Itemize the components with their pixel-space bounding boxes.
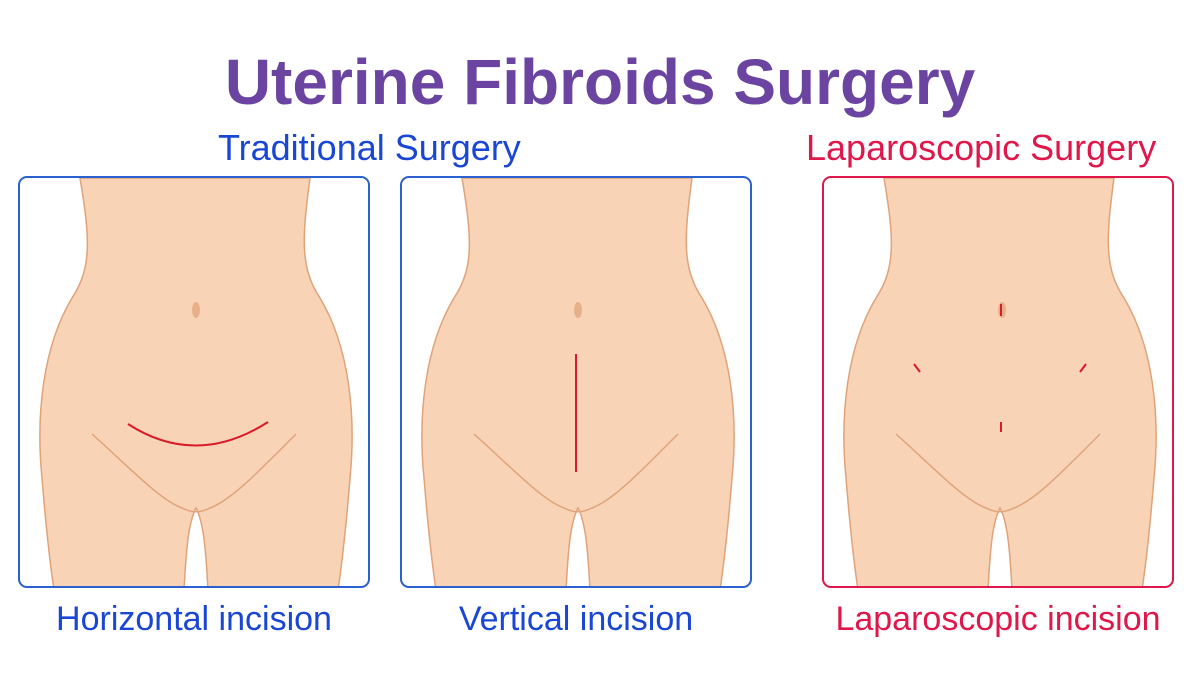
horizontal-incision-panel	[18, 176, 370, 588]
navel-icon	[574, 302, 582, 318]
navel-icon	[192, 302, 200, 318]
torso-horizontal-illustration	[39, 178, 353, 586]
laparoscopic-incision-panel	[822, 176, 1174, 588]
horizontal-incision-caption: Horizontal incision	[56, 600, 332, 638]
vertical-incision-panel	[400, 176, 752, 588]
laparoscopic-surgery-heading: Laparoscopic Surgery	[806, 127, 1157, 168]
vertical-incision-caption: Vertical incision	[458, 600, 694, 638]
torso-laparoscopic-illustration	[843, 178, 1157, 586]
laparoscopic-incision-caption: Laparoscopic incision	[835, 600, 1161, 638]
torso-vertical-illustration	[421, 178, 735, 586]
right-port-incision	[1079, 363, 1087, 373]
page-title: Uterine Fibroids Surgery	[224, 46, 976, 118]
traditional-surgery-heading: Traditional Surgery	[218, 127, 521, 168]
left-port-incision	[913, 363, 921, 373]
horizontal-incision-line	[127, 421, 269, 447]
